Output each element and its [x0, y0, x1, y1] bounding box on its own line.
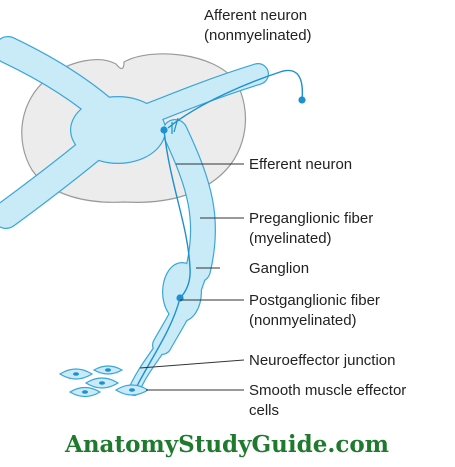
label-afferent-neuron-note: (nonmyelinated)	[204, 27, 312, 44]
label-smooth-muscle-cells-line2: cells	[249, 402, 279, 419]
postganglionic-fiber	[135, 297, 181, 389]
watermark: AnatomyStudyGuide.com	[64, 431, 389, 458]
afferent-efferent-synapse	[171, 117, 179, 134]
smooth-muscle-nuclei	[73, 368, 135, 394]
label-efferent-neuron: Efferent neuron	[249, 156, 352, 173]
label-postganglionic-fiber-note: (nonmyelinated)	[249, 312, 357, 329]
afferent-neuron-fiber	[167, 69, 304, 129]
label-preganglionic-fiber: Preganglionic fiber	[249, 210, 373, 227]
label-smooth-muscle-cells: Smooth muscle effector	[249, 382, 406, 399]
nerve-bundles	[0, 36, 269, 396]
label-postganglionic-fiber: Postganglionic fiber	[249, 292, 380, 309]
efferent-neuron-cell-body	[160, 126, 168, 134]
label-preganglionic-fiber-note: (myelinated)	[249, 230, 332, 247]
label-neuroeffector-junction: Neuroeffector junction	[249, 352, 395, 369]
label-afferent-neuron: Afferent neuron	[204, 7, 307, 24]
label-ganglion: Ganglion	[249, 260, 309, 277]
preganglionic-fiber	[163, 129, 191, 299]
afferent-neuron-ending	[298, 96, 306, 104]
leader-lines	[139, 163, 245, 391]
